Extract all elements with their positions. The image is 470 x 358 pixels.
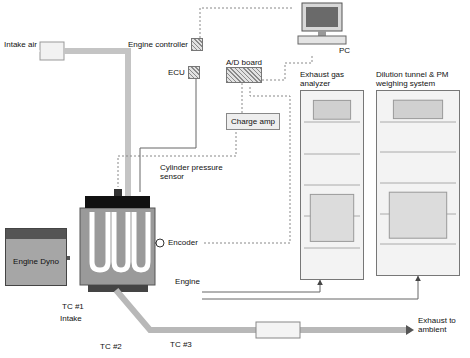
part-label: Encoder [168, 238, 198, 247]
intake-box [40, 42, 64, 60]
node-label: Exhaust gas analyzer [300, 70, 364, 88]
node-label: Engine Dyno [13, 257, 59, 266]
cabinet [300, 90, 364, 280]
manifold-tube [114, 212, 128, 270]
part-label: TC #3 [170, 340, 192, 349]
cabinet-panels [377, 91, 459, 275]
manifold-tube [92, 212, 108, 270]
part-label: Cylinder pressure sensor [160, 163, 224, 181]
node-label: ECU [168, 68, 185, 77]
arrow-head [406, 325, 414, 335]
node-label: A/D board [226, 58, 262, 67]
encoder-shaft [155, 243, 156, 244]
engine-dyno: Engine Dyno [5, 228, 67, 286]
pressure-sensor [114, 189, 122, 196]
part-label: Exhaust to ambient [418, 316, 466, 334]
pc-monitor: PC [294, 2, 350, 55]
cylinder-head [85, 196, 150, 208]
node-label: Engine controller [128, 40, 188, 49]
connector [67, 256, 70, 260]
spacer [36, 51, 40, 52]
node-label: Engine [175, 277, 200, 286]
part-label: TC #2 [100, 342, 122, 351]
node-label: Dilution tunnel & PM weighing system [376, 70, 460, 88]
connector [202, 280, 320, 292]
controller-box: Engine controller [128, 38, 203, 51]
node-label: Charge amp [231, 117, 275, 126]
cabinet-panels [301, 91, 363, 279]
dilution-tunnel: Dilution tunnel & PM weighing system [376, 70, 460, 276]
node-label: PC [339, 46, 350, 55]
monitor-icon [294, 2, 350, 46]
part-label: Intake air [4, 40, 38, 49]
part-label: TC #1 [62, 302, 84, 311]
hatched-square [191, 38, 203, 51]
connector [242, 83, 243, 113]
board-box [226, 67, 262, 83]
sensor-wire [118, 132, 236, 187]
ad-board: A/D board [226, 58, 262, 83]
engine-block [80, 208, 155, 285]
hatched-square [188, 66, 200, 79]
exhaust-device [256, 322, 300, 338]
manifold-tube [134, 212, 148, 270]
charge-amp: Charge amp [226, 113, 280, 130]
encoder-symbol [156, 239, 164, 247]
analyzer-cabinet: Exhaust gas analyzer [300, 70, 364, 280]
cabinet [376, 90, 460, 276]
ecu-box: ECU [168, 66, 200, 79]
connector [200, 8, 294, 38]
part-label: Intake [60, 314, 82, 323]
